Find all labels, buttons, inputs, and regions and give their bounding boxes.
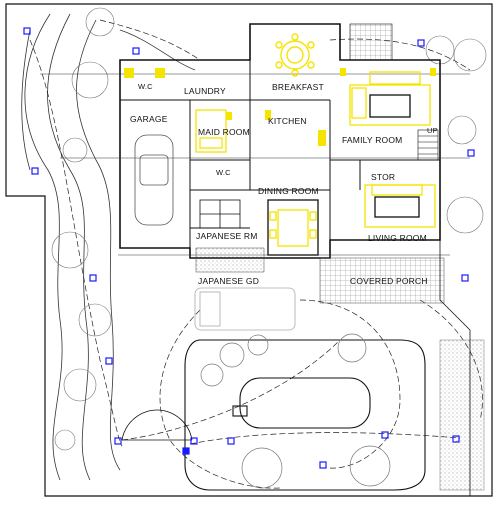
shrubs [200,333,391,489]
dining-table [267,199,319,256]
label-family-room: FAMILY ROOM [342,135,403,145]
label-laundry: LAUNDRY [184,86,226,96]
garage-car [134,134,174,226]
trees-left [51,7,487,451]
label-kitchen: KITCHEN [268,116,307,126]
japanese-garden-gravel [195,247,265,273]
axis-lines [40,73,470,256]
label-living-room: LIVING ROOM [368,233,427,243]
covered-porch-paving [319,257,445,304]
stairs [349,23,439,161]
driveway-car [194,287,296,331]
front-gate [121,409,193,441]
japanese-room-tatami [199,199,241,229]
label-wc-lower: W.C [216,168,231,177]
breakfast-table [275,33,315,77]
label-covered-porch: COVERED PORCH [350,276,428,286]
label-japanese-rm: JAPANESE RM [196,231,258,241]
maid-room-bed [195,109,227,153]
label-dining-room: DINING ROOM [258,186,319,196]
label-stor: STOR [371,172,396,182]
label-wc-upper: W.C [138,82,153,91]
brick-wall [439,240,471,496]
garden-contours [21,13,196,481]
family-room-sofa [349,71,431,126]
right-vegetation [439,339,485,491]
site-boundary [5,3,493,497]
label-garage: GARAGE [130,114,168,124]
label-up: UP [427,126,438,135]
label-maid-room: MAID ROOM [198,127,250,137]
label-breakfast: BREAKFAST [272,82,324,92]
label-japanese-gd: JAPANESE GD [198,276,260,286]
garden-paths [29,19,483,489]
light-fixtures [23,27,475,469]
living-room-sofa [364,184,436,228]
yellow-fixtures [124,68,436,146]
front-lawn [184,339,426,491]
